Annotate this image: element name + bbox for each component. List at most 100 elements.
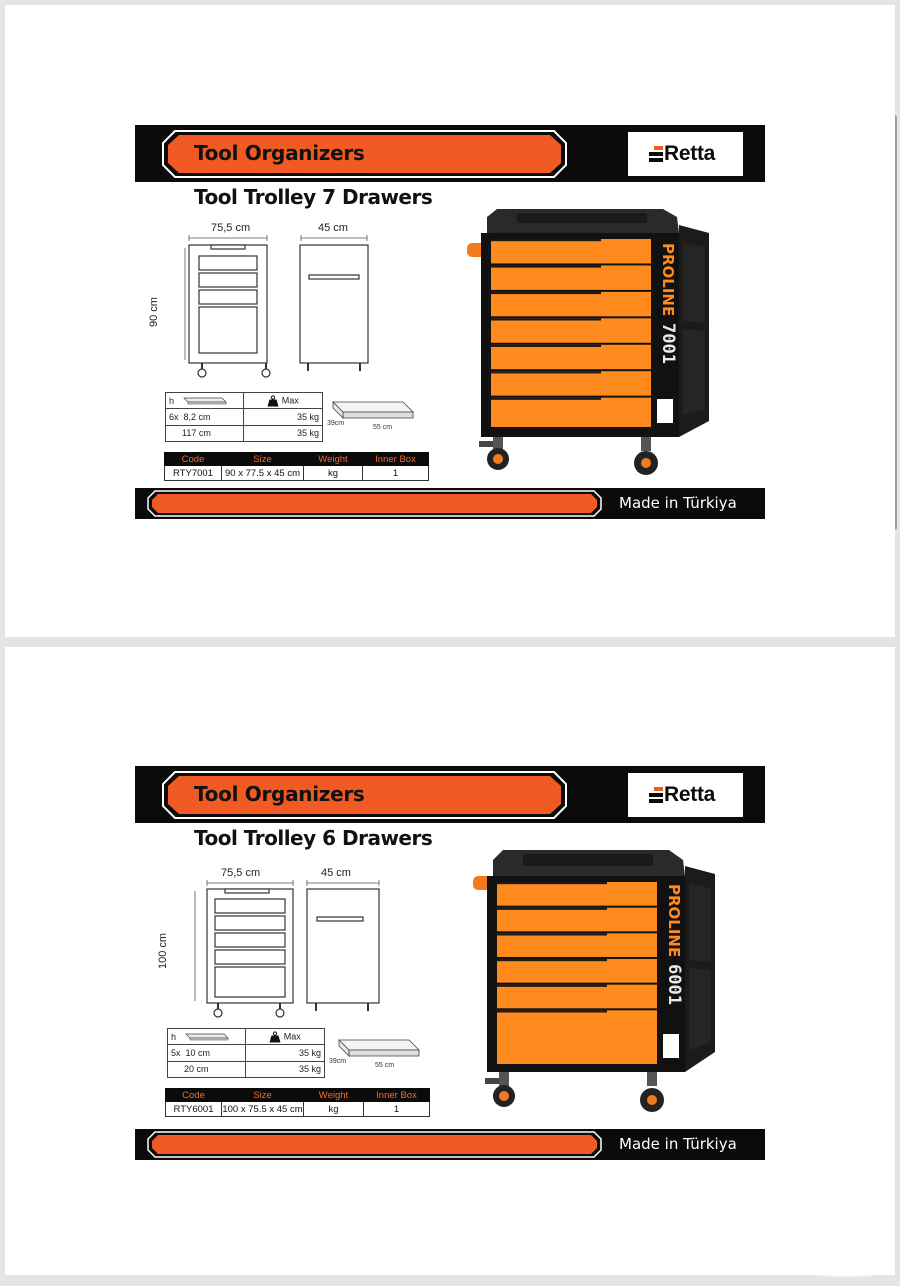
spec-height: 8,2 cm [183,411,211,422]
depth-label: 45 cm [321,867,351,879]
model-number: 6001 [664,964,684,1005]
drawer-front [497,958,657,983]
header-bar: Tool Organizers Retta [135,766,765,823]
cell-weight: kg [303,465,363,481]
banner-title: Tool Organizers [194,782,365,806]
drawer-front [497,907,657,932]
tray-depth-label: 39cm [329,1058,347,1065]
spec-height: 117 cm [182,428,211,439]
cell-code: RTY7001 [164,465,222,481]
drawer-front [497,882,657,906]
spec-qty: 5x [171,1047,181,1058]
drawer-front [491,397,651,427]
title-banner: Tool Organizers [161,770,568,820]
col-weight: Weight [303,452,363,466]
drawer-handle [491,291,601,295]
cell-weight: kg [303,1101,364,1117]
made-in-label: Made in Türkiya [619,494,737,512]
table-row: RTY7001 90 x 77.5 x 45 cm kg 1 [164,465,429,481]
spec-qty: 6x [169,411,179,422]
watermark-logo-icon [739,1257,884,1278]
retta-logo-icon [649,146,663,162]
brand-logo: Retta [626,771,745,819]
document-page-2: Tool Organizers Retta Tool Trolley 6 Dra… [5,647,895,1275]
banner-title: Tool Organizers [194,141,365,165]
side-brand: PROLINE [665,884,683,957]
drawer-front [491,239,651,264]
drawer-front [497,933,657,957]
footer-bar: Made in Türkiya [135,1129,765,1160]
tray-drawing: 39cm 55 cm [325,400,417,431]
title-banner: Tool Organizers [161,129,568,179]
spec-max: 35 kg [298,1064,321,1075]
drawer-handle [497,1010,607,1013]
retta-logo-icon [649,787,663,803]
product-sheet: Tool Organizers Retta Tool Trolley 7 Dra… [135,125,765,519]
spec-max-header: Max [281,395,299,406]
footer-banner [147,1131,602,1158]
drawer-tray-icon [183,397,227,405]
drawer-handle [497,958,607,962]
spec-max: 35 kg [298,1047,321,1058]
product-title: Tool Trolley 6 Drawers [194,826,433,850]
col-inner-box: Inner Box [362,452,429,466]
dimension-diagram: 75,5 cm 45 cm 90 cm [148,220,405,385]
col-inner-box: Inner Box [363,1088,430,1102]
weight-icon [269,1031,281,1043]
table-row: RTY6001 100 x 75.5 x 45 cm kg 1 [165,1101,430,1117]
weight-icon [267,395,279,407]
product-code-table: Code Size Weight Inner Box RTY6001 100 x… [165,1088,430,1117]
tray-depth-label: 39cm [327,420,345,427]
col-size: Size [221,452,304,466]
cell-size: 90 x 77.5 x 45 cm [221,465,304,481]
col-size: Size [221,1088,304,1102]
drawer-front [491,371,651,396]
spec-max: 35 kg [296,428,319,439]
drawer-handle [491,397,601,400]
spec-height: 10 cm [185,1047,211,1058]
cell-inner-box: 1 [363,1101,430,1117]
document-page-1: Tool Organizers Retta Tool Trolley 7 Dra… [5,5,895,637]
product-title: Tool Trolley 7 Drawers [194,185,433,209]
tray-drawing: 39cm 55 cm [329,1038,423,1069]
drawer-front [491,265,651,290]
spec-max: 35 kg [296,411,319,422]
depth-label: 45 cm [318,222,348,234]
footer-banner [147,490,602,517]
drawer-handle [497,882,607,885]
cell-code: RTY6001 [165,1101,222,1117]
brand-logo: Retta [626,130,745,178]
dimension-diagram: 75,5 cm 45 cm 100 cm [157,861,415,1026]
front-side-drawing [184,235,369,378]
drawer-handle [497,984,607,987]
footer-bar: Made in Türkiya [135,488,765,519]
drawer-handle [497,933,607,936]
drawer-front [491,344,651,370]
spec-table: h Max 6x 8,2 cm 35 kg [165,391,323,443]
spec-h-header: h [171,1031,177,1042]
header-bar: Tool Organizers Retta [135,125,765,182]
brand-name: Retta [664,142,716,165]
cell-inner-box: 1 [362,465,429,481]
tray-width-label: 55 cm [373,424,393,431]
drawer-front [497,984,657,1009]
drawer-handle [491,344,601,347]
spec-h-header: h [169,395,175,406]
spec-table: h Max 5x 10 cm 35 kg [167,1027,325,1079]
front-side-drawing [194,880,380,1018]
made-in-label: Made in Türkiya [619,1135,737,1153]
brand-name: Retta [664,783,716,806]
col-weight: Weight [303,1088,364,1102]
drawer-handle [491,371,601,374]
height-label: 100 cm [157,932,170,970]
product-code-table: Code Size Weight Inner Box RTY7001 90 x … [164,452,429,481]
trolley-photo: PROLINE 7001 [457,203,717,489]
tray-width-label: 55 cm [375,1062,395,1069]
side-logo-icon [657,399,673,423]
drawer-handle [491,318,601,321]
height-label: 90 cm [147,297,160,327]
width-label: 75,5 cm [211,222,251,234]
drawer-front [491,318,651,343]
model-number: 7001 [658,323,678,364]
spec-height: 20 cm [184,1064,209,1075]
